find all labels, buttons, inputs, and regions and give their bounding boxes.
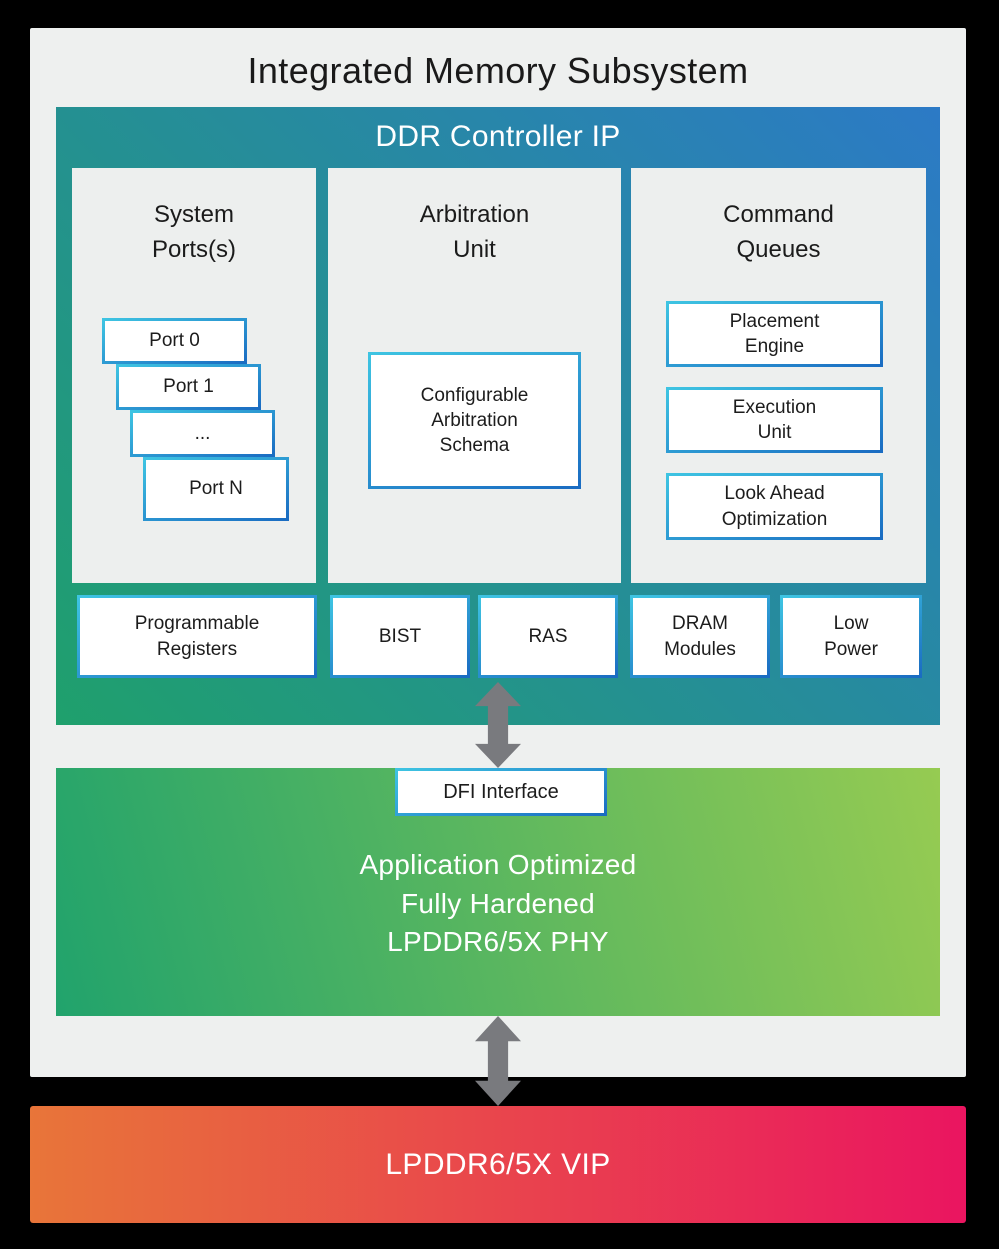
port-n-box: Port N <box>143 457 289 521</box>
bist-box: BIST <box>330 595 470 678</box>
arb-box-line3: Schema <box>439 435 510 457</box>
arb-box-line2: Arbitration <box>431 409 518 431</box>
subsystem-panel: Integrated Memory Subsystem DDR Controll… <box>30 28 966 1077</box>
phy-line1: Application Optimized <box>359 849 637 881</box>
system-ports-title: System Ports(s) <box>72 198 316 268</box>
low-power-box: Low Power <box>780 595 922 678</box>
configurable-arbitration-schema-box: Configurable Arbitration Schema <box>368 352 581 489</box>
arbitration-title-line1: Arbitration <box>419 201 530 228</box>
ras-box: RAS <box>478 595 618 678</box>
execution-unit-box: Execution Unit <box>666 387 883 453</box>
lpddr-vip-label: LPDDR6/5X VIP <box>385 1147 611 1181</box>
port-n-label: Port N <box>189 478 243 500</box>
dfi-interface-box: DFI Interface <box>395 768 607 816</box>
command-queues-title: Command Queues <box>631 198 926 268</box>
system-ports-column: System Ports(s) Port 0 Port 1 ... Port N <box>72 168 316 583</box>
lpddr-vip-block: LPDDR6/5X VIP <box>30 1106 966 1223</box>
dram-modules-line2: Modules <box>664 638 736 660</box>
port-ellipsis-box: ... <box>130 410 275 457</box>
execution-unit-line2: Unit <box>757 422 792 443</box>
system-ports-title-line2: Ports(s) <box>152 235 236 263</box>
page-title: Integrated Memory Subsystem <box>247 50 749 91</box>
phy-line2: Fully Hardened <box>400 887 596 919</box>
arbitration-unit-title: Arbitration Unit <box>328 198 621 268</box>
look-ahead-line2: Optimization <box>721 508 828 530</box>
ddr-controller-title: DDR Controller IP <box>375 120 621 153</box>
placement-engine-box: Placement Engine <box>666 301 883 367</box>
arbitration-title-line2: Unit <box>453 235 496 263</box>
execution-unit-line1: Execution <box>732 396 817 418</box>
port-0-label: Port 0 <box>149 330 200 352</box>
port-1-label: Port 1 <box>163 376 214 398</box>
dram-modules-box: DRAM Modules <box>630 595 770 678</box>
look-ahead-line1: Look Ahead <box>724 483 825 505</box>
phy-line3: LPDDR6/5X PHY <box>387 926 609 958</box>
command-queues-title-line2: Queues <box>736 235 821 263</box>
look-ahead-optimization-box: Look Ahead Optimization <box>666 473 883 540</box>
bist-label: BIST <box>378 625 422 647</box>
command-queues-column: Command Queues Placement Engine Executio… <box>631 168 926 583</box>
system-ports-title-line1: System <box>153 201 234 228</box>
programmable-registers-line2: Registers <box>156 638 238 660</box>
placement-engine-line2: Engine <box>744 336 805 357</box>
port-0-box: Port 0 <box>102 318 247 364</box>
ras-label: RAS <box>528 625 568 647</box>
port-ellipsis-label: ... <box>194 422 211 444</box>
command-queues-title-line1: Command <box>723 201 834 228</box>
arbitration-unit-column: Arbitration Unit Configurable Arbitratio… <box>328 168 621 583</box>
dram-modules-line1: DRAM <box>672 613 728 635</box>
low-power-line2: Power <box>824 638 878 660</box>
port-1-box: Port 1 <box>116 364 261 410</box>
placement-engine-line1: Placement <box>729 310 820 332</box>
programmable-registers-box: Programmable Registers <box>77 595 317 678</box>
dfi-interface-label: DFI Interface <box>443 780 559 803</box>
low-power-line1: Low <box>833 613 869 635</box>
programmable-registers-line1: Programmable <box>134 613 260 635</box>
ddr-controller-block: DDR Controller IP System Ports(s) Port 0… <box>56 107 940 725</box>
arb-box-line1: Configurable <box>420 384 529 406</box>
